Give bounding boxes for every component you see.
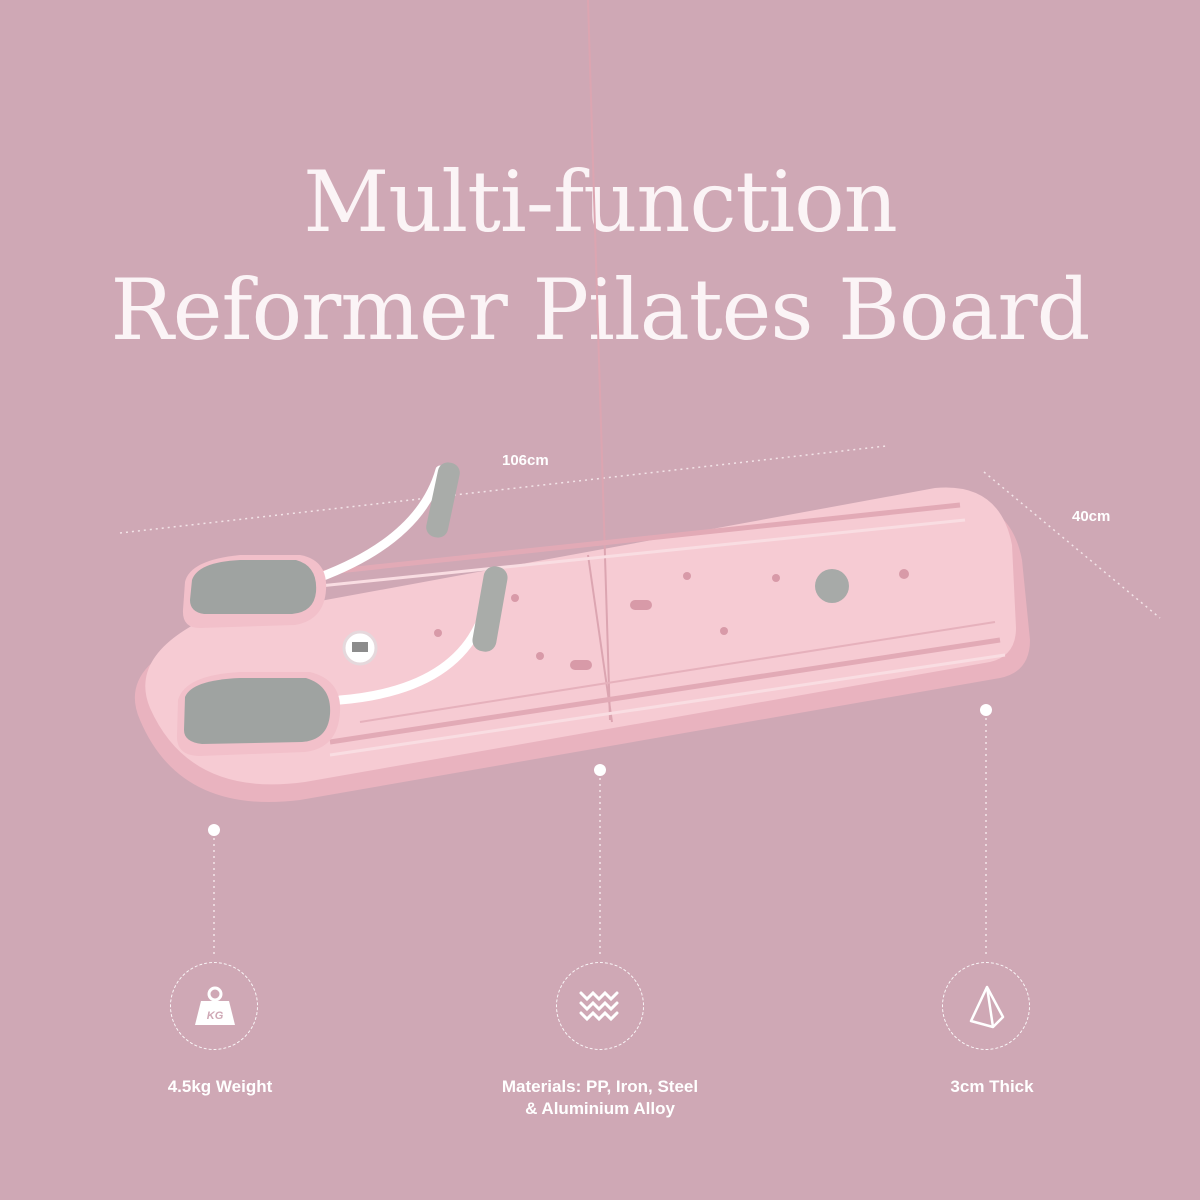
feature-materials-label: Materials: PP, Iron, Steel & Aluminium A… (501, 1077, 699, 1118)
board-top (145, 487, 1016, 785)
title-line-1: Multi-function (303, 153, 898, 252)
rail-bottom (329, 637, 1001, 745)
woven-material-icon (579, 990, 619, 1022)
width-label: 40cm (1072, 508, 1111, 525)
callout-dot-weight (208, 824, 220, 836)
length-dimension-line (119, 445, 887, 534)
callout-dot-thickness (980, 704, 992, 716)
thickness-icon-circle (942, 962, 1030, 1050)
pyramid-thickness-icon (969, 985, 1005, 1029)
handle-back-bar (313, 465, 445, 583)
weight-kg-icon: KG (195, 986, 235, 1025)
length-label: 106cm (502, 452, 549, 469)
width-dimension-line (983, 471, 1161, 619)
materials-icon-circle (556, 962, 644, 1050)
handle-front-grip (472, 566, 508, 652)
page-title: Multi-function Reformer Pilates Board (0, 148, 1200, 364)
board-grey-disc (815, 569, 849, 603)
board-slot (570, 660, 592, 670)
rail-top (299, 502, 961, 578)
feature-thickness-label: 3cm Thick (950, 1077, 1034, 1096)
handle-back-grip (426, 462, 460, 538)
board-fold-line (587, 0, 611, 721)
weight-icon-circle: KG (170, 962, 258, 1050)
callout-dot-materials (594, 764, 606, 776)
weight-kg-text: KG (207, 1010, 224, 1022)
feature-weight-label: 4.5kg Weight (167, 1077, 273, 1096)
title-line-2: Reformer Pilates Board (110, 261, 1091, 360)
